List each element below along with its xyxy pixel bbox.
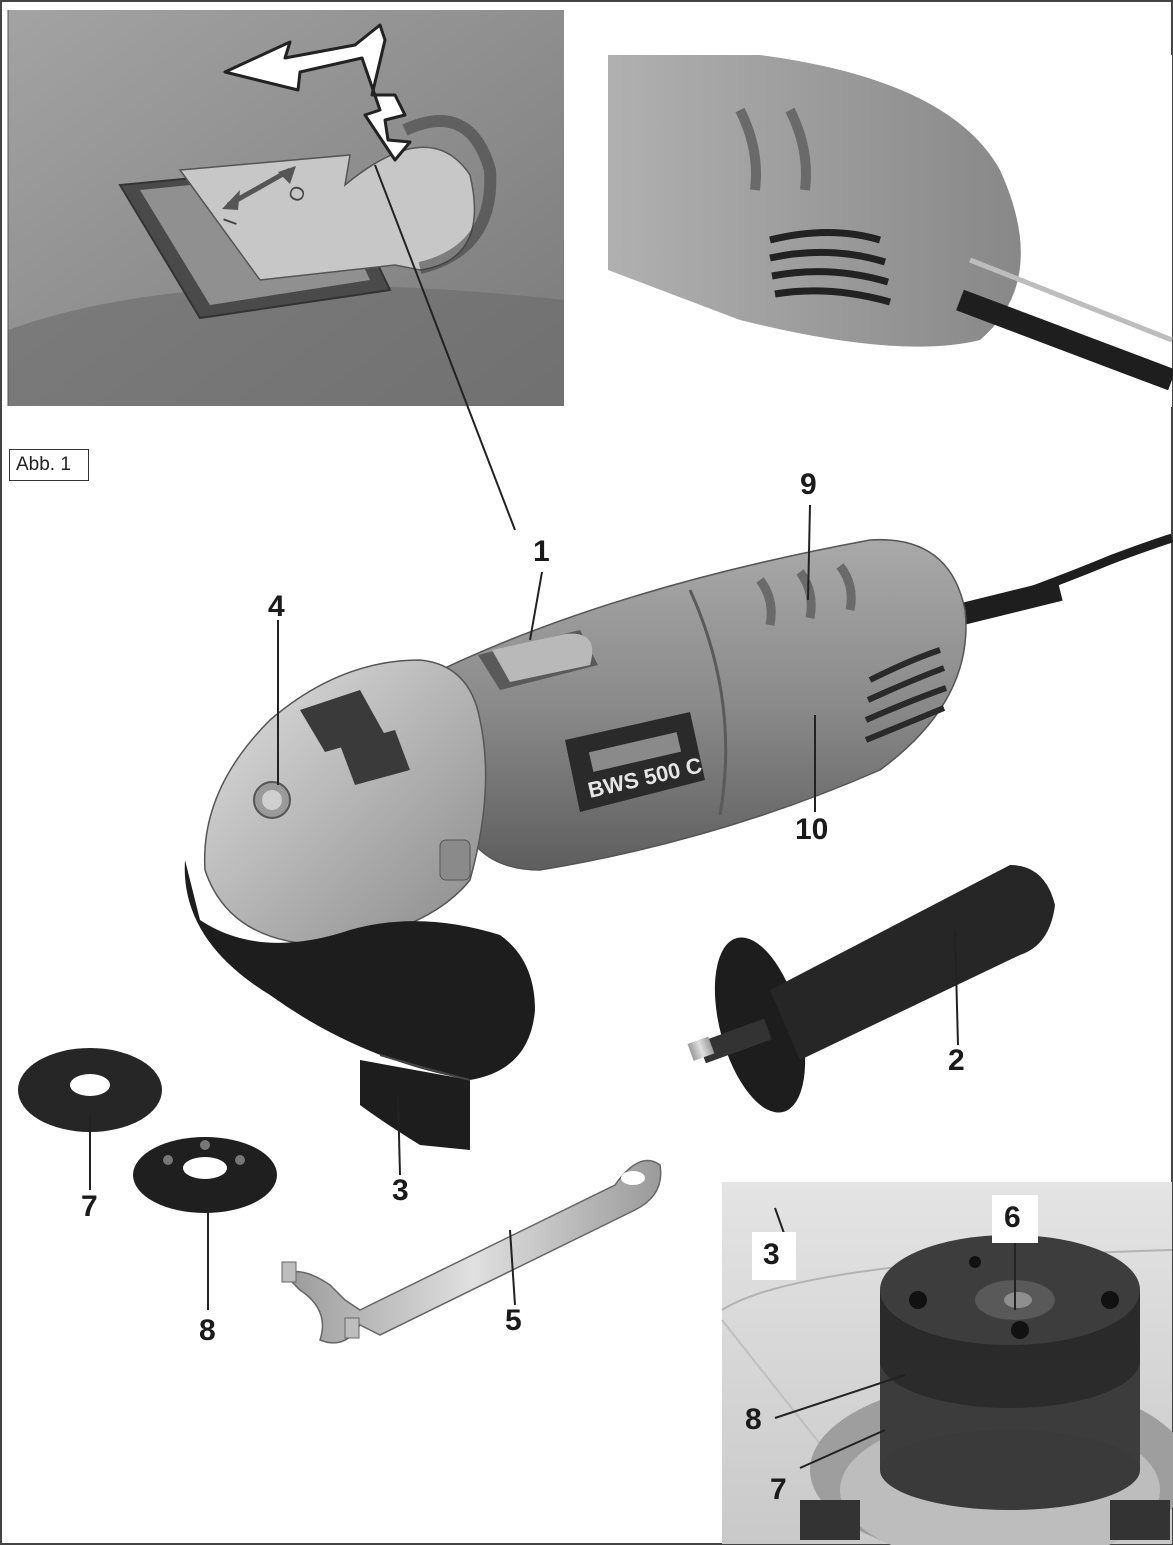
vents-closeup-photo [608,55,1173,407]
spanner-wrench [281,1159,662,1344]
switch-closeup-photo [7,10,564,406]
inset-badge-3 [752,1232,796,1280]
figure-label: Abb. 1 [9,449,89,481]
callout-10: 10 [795,813,829,846]
slide-direction-arrow [223,23,412,162]
inset-callout-3: 3 [763,1238,780,1271]
flange-part-7 [18,1048,162,1132]
callout-8: 8 [199,1314,216,1347]
callout-1: 1 [533,535,550,568]
inset-callout-6: 6 [1004,1201,1021,1234]
flange-part-8 [133,1137,277,1213]
inset-callout-8: 8 [745,1403,762,1436]
leader-lines [89,164,1016,1469]
inset-badge-6 [992,1195,1038,1243]
callout-5: 5 [505,1304,522,1337]
auxiliary-handle [687,865,1055,1113]
callout-3: 3 [392,1174,409,1207]
flange-assembly-photo [721,1182,1173,1545]
inset-callout-7: 7 [770,1473,787,1506]
callout-4: 4 [268,590,285,623]
callout-9: 9 [800,468,817,501]
callout-2: 2 [948,1044,965,1077]
angle-grinder-illustration: BWS 500 C [184,533,1173,1150]
callout-7: 7 [81,1190,98,1223]
